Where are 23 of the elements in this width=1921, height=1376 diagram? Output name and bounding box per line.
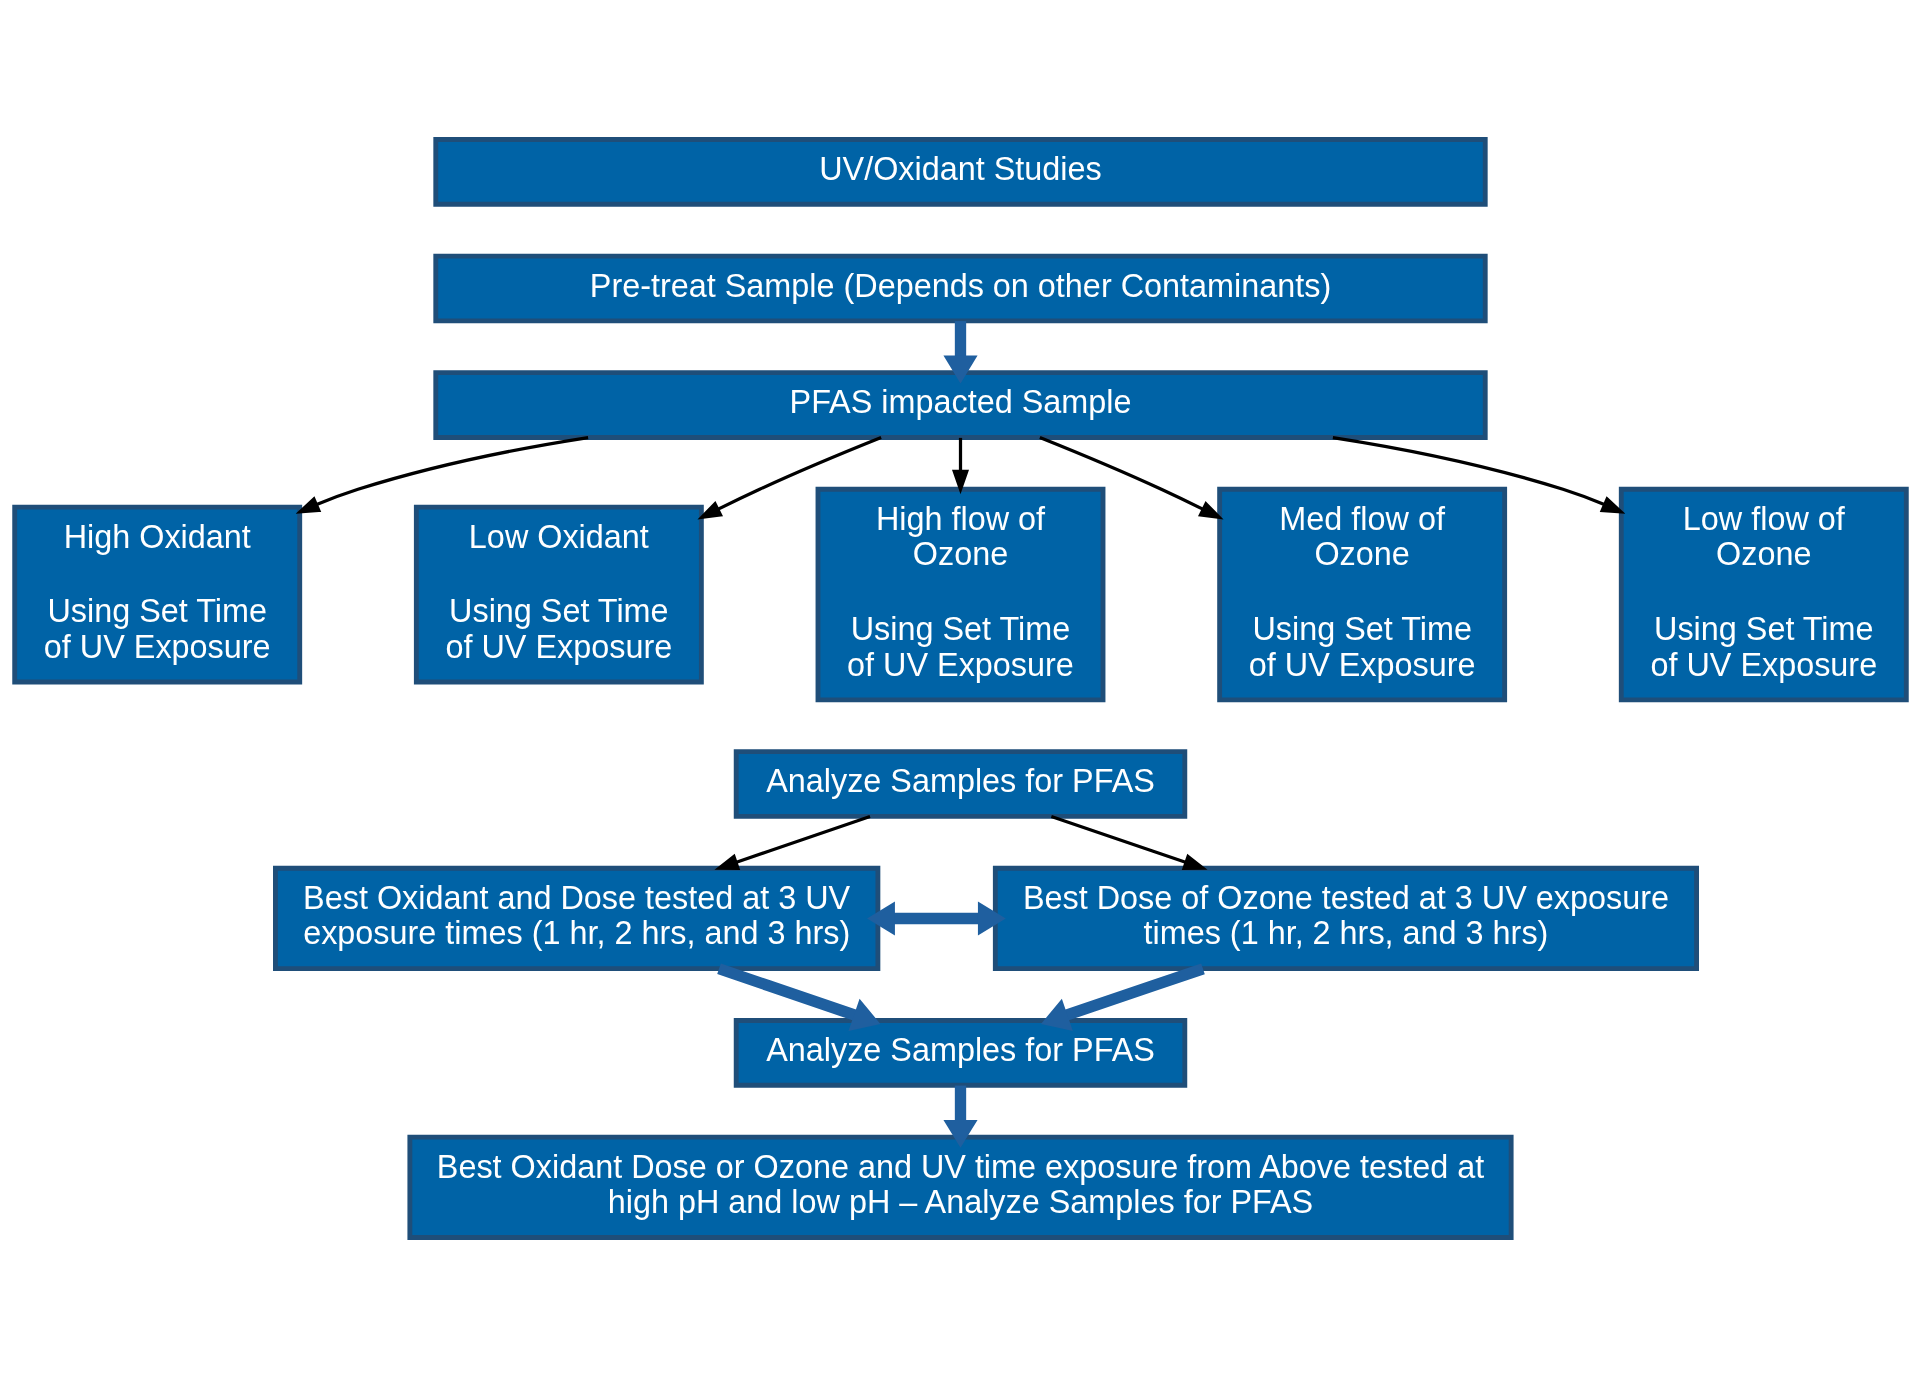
arrow [1332, 435, 1626, 514]
node-box: Analyze Samples for PFAS [733, 748, 1188, 819]
arrow [1039, 435, 1224, 519]
arrow [867, 900, 1006, 936]
arrow [943, 1085, 978, 1148]
node-box: UV/Oxidant Studies [433, 136, 1488, 207]
arrow [697, 435, 882, 519]
arrow [1050, 814, 1208, 870]
node-box: PFAS impacted Sample [433, 369, 1488, 440]
node-box: Pre-treat Sample (Depends on other Contaminants) [433, 253, 1488, 323]
arrow [714, 814, 871, 870]
node-box: Analyze Samples for PFAS [733, 1017, 1188, 1088]
node-box: Low Oxidant Using Set Time of UV Exposure [413, 504, 704, 684]
node-box: High Oxidant Using Set Time of UV Exposure [12, 504, 303, 684]
arrow [951, 437, 970, 494]
arrow [295, 435, 589, 514]
node-box: Best Dose of Ozone tested at 3 UV exposure times (1 hr, 2 hrs, and 3 hrs) [992, 865, 1699, 971]
node-box: Best Oxidant Dose or Ozone and UV time exposure from Above tested at high pH and low pH – Analyze Samples for PFAS [407, 1134, 1514, 1240]
node-box: Low flow of Ozone Using Set Time of UV Exposure [1618, 486, 1909, 702]
arrow [943, 320, 978, 383]
node-box: Med flow of Ozone Using Set Time of UV Exposure [1217, 486, 1508, 702]
node-box: Best Oxidant and Dose tested at 3 UV exposure times (1 hr, 2 hrs, and 3 hrs) [273, 865, 881, 971]
node-box: High flow of Ozone Using Set Time of UV Exposure [815, 486, 1106, 702]
